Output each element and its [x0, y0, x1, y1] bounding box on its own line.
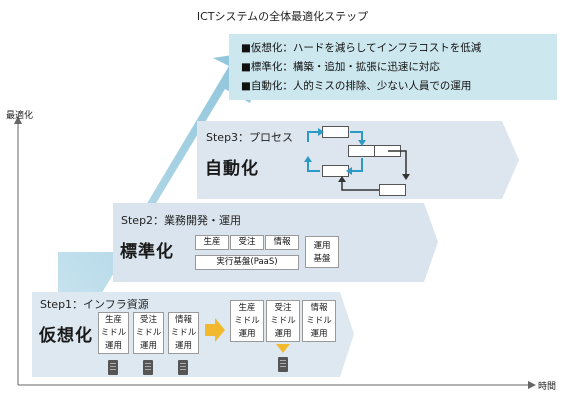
- process-arrow-6: [341, 182, 379, 191]
- step1-before-stack-orders: 受注 ミドル 運用: [133, 312, 164, 354]
- stack-ops-label: 運用: [238, 329, 256, 339]
- step2-platform-paas: 実行基盤(PaaS): [195, 255, 299, 270]
- server-icon: [108, 360, 118, 375]
- stack-ops-label: 運用: [139, 341, 157, 351]
- step3-label: Step3：プロセス: [206, 131, 294, 144]
- server-icon: [143, 360, 153, 375]
- server-icon: [278, 357, 288, 372]
- x-axis-label: 時間: [538, 382, 557, 392]
- goal-standardization: ■標準化：構築・追加・拡張に迅速に対応: [241, 61, 440, 73]
- step2-app-production: 生産: [195, 235, 229, 250]
- consolidation-arrow: [276, 344, 290, 353]
- goal-automation: ■自動化：人的ミスの排除、少ない人員での運用: [241, 80, 472, 92]
- step2-ops-base: 運用 基盤: [305, 236, 339, 268]
- step2-name: 標準化: [120, 242, 174, 262]
- stack-app-label: 情報: [310, 303, 328, 313]
- goal-virtualization: ■仮想化：ハードを減らしてインフラコストを低減: [241, 42, 482, 54]
- process-arrows: [304, 128, 410, 191]
- stack-middleware-label: ミドル: [234, 316, 260, 326]
- step1-label: Step1：インフラ資源: [40, 298, 149, 311]
- process-arrow-5: [388, 150, 407, 174]
- step3-band: [197, 121, 519, 199]
- stack-app-label: 受注: [139, 315, 157, 325]
- step1-before-stack-production: 生産 ミドル 運用: [98, 312, 129, 354]
- step3-name: 自動化: [205, 159, 259, 179]
- stack-ops-label: 運用: [310, 329, 328, 339]
- diagram-title: ICTシステムの全体最適化ステップ: [196, 10, 369, 23]
- step2-ops-label: 運用: [313, 241, 331, 251]
- stack-ops-label: 運用: [104, 341, 122, 351]
- process-flow: [300, 122, 420, 202]
- stack-ops-label: 運用: [174, 341, 192, 351]
- step1-after-stack-production: 生産 ミドル 運用: [230, 300, 264, 342]
- process-arrow-1-head: [318, 128, 324, 136]
- process-arrow-2: [350, 131, 363, 140]
- step2-app-information: 情報: [265, 235, 299, 250]
- goal-box: ■仮想化：ハードを減らしてインフラコストを低減 ■標準化：構築・追加・拡張に迅速…: [229, 34, 557, 100]
- process-arrow-2-head: [358, 140, 366, 146]
- stack-app-label: 受注: [274, 303, 292, 313]
- stack-app-label: 情報: [174, 315, 192, 325]
- server-icon: [178, 360, 188, 375]
- step1-before-stack-information: 情報 ミドル 運用: [168, 312, 199, 354]
- process-box-5: [379, 184, 406, 196]
- x-axis-arrowhead: [528, 381, 536, 389]
- step2-base-label: 基盤: [313, 254, 331, 264]
- step1-name: 仮想化: [39, 326, 93, 346]
- stack-app-label: 生産: [104, 315, 122, 325]
- process-arrow-1: [307, 131, 318, 142]
- process-arrow-3: [352, 158, 363, 172]
- step1-after-stack-information: 情報 ミドル 運用: [302, 300, 336, 342]
- stack-ops-label: 運用: [274, 329, 292, 339]
- stack-middleware-label: ミドル: [170, 328, 197, 338]
- stack-app-label: 生産: [238, 303, 256, 313]
- stack-middleware-label: ミドル: [306, 316, 332, 326]
- process-arrow-3-head: [346, 167, 352, 175]
- conversion-arrow: [205, 318, 225, 342]
- stack-middleware-label: ミドル: [135, 328, 162, 338]
- stack-middleware-label: ミドル: [100, 328, 127, 338]
- step2-label: Step2：業務開発・運用: [121, 214, 242, 227]
- y-axis-label: 最適化: [6, 111, 34, 121]
- step2-app-orders: 受注: [230, 235, 264, 250]
- y-axis-arrowhead: [14, 116, 22, 124]
- process-arrow-4-head: [304, 156, 312, 162]
- process-arrow-4: [307, 162, 320, 172]
- stack-middleware-label: ミドル: [270, 316, 296, 326]
- process-arrow-5-head: [402, 174, 410, 180]
- process-arrow-6-head: [338, 176, 346, 182]
- step1-after-stack-orders: 受注 ミドル 運用: [266, 300, 300, 342]
